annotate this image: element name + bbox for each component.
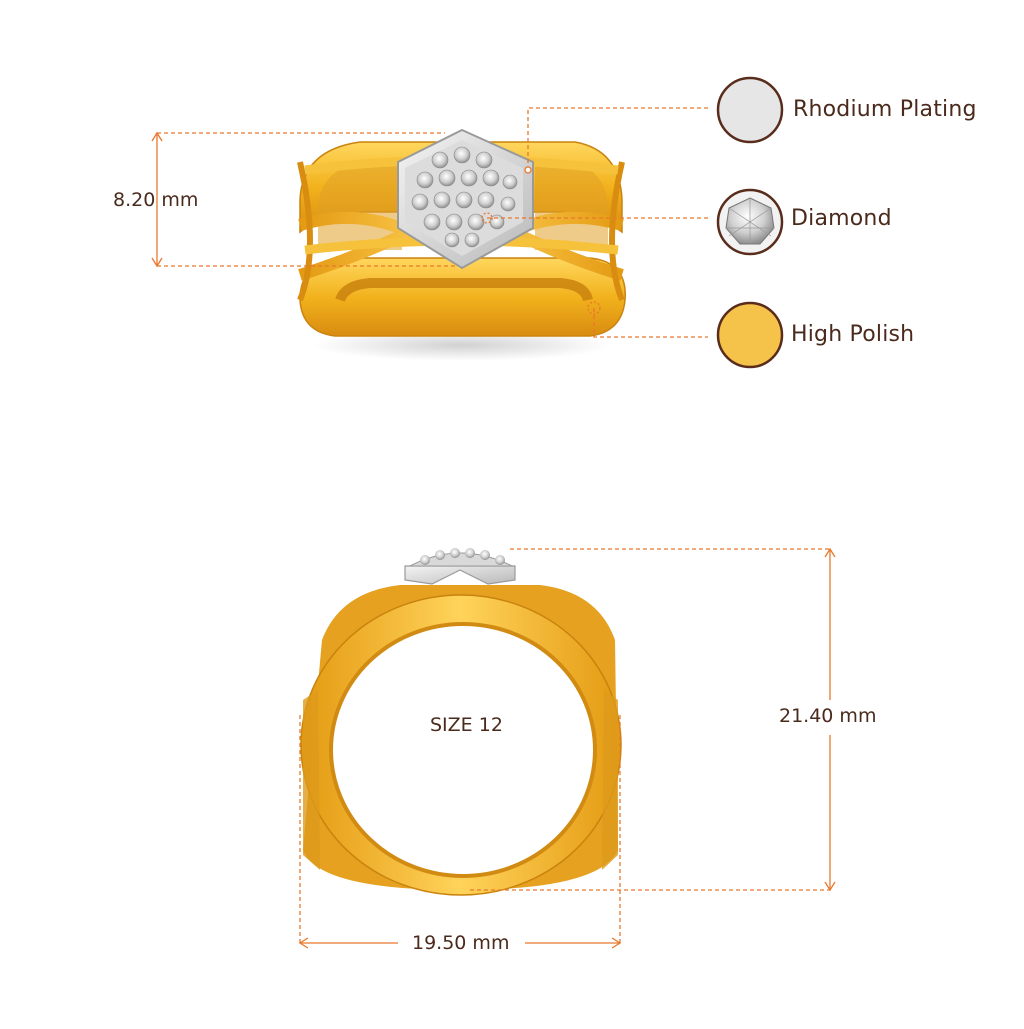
legend-rhodium-label: Rhodium Plating [793,97,977,122]
ring-size-label: SIZE 12 [430,714,503,736]
callout-dot-polish [587,301,601,315]
bottom-guide-lines [298,547,836,949]
callout-dot-diamond [481,212,493,224]
side-pave-diamonds [420,548,505,565]
callout-dot-rhodium [524,166,532,174]
pave-diamonds [411,146,518,248]
rhodium-swatch-icon [716,76,784,144]
legend-polish-label: High Polish [791,322,915,347]
ring-height-label: 21.40 mm [779,705,877,727]
ring-side-view [300,548,622,896]
ring-front-view [297,128,626,361]
top-guide-lines [156,107,708,338]
band-height-label: 8.20 mm [113,189,199,211]
legend-diamond-label: Diamond [791,206,892,231]
ring-width-label: 19.50 mm [412,932,510,954]
diamond-swatch-icon [716,188,784,256]
gold-swatch-icon [716,301,784,369]
